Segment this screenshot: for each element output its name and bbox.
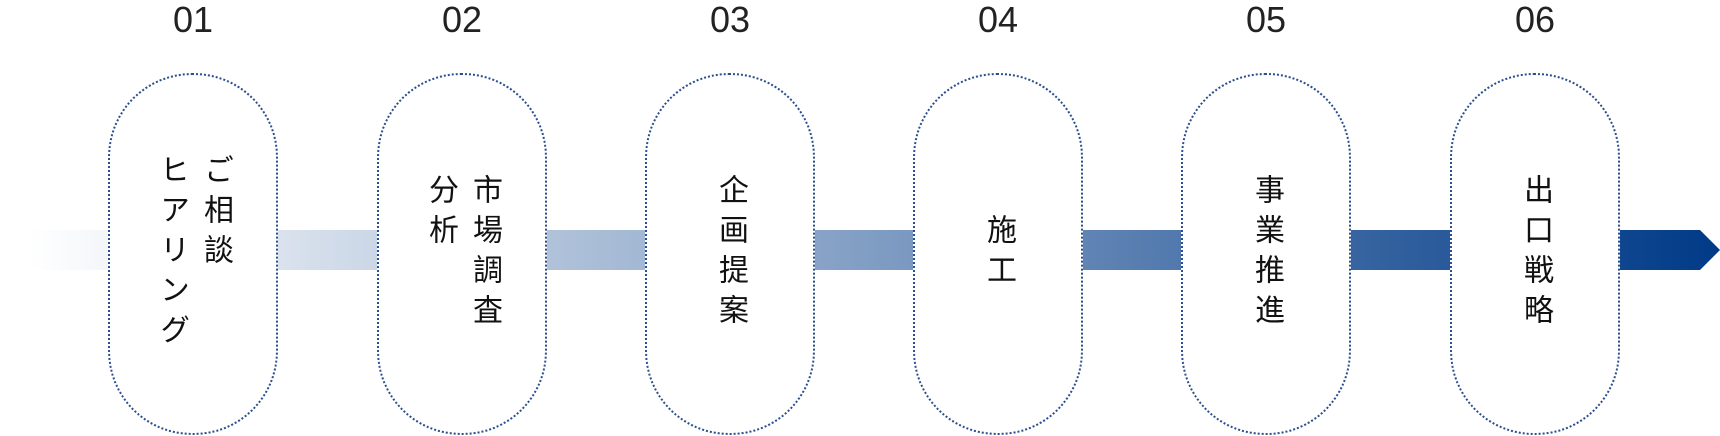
step-pill: 施工: [913, 73, 1083, 435]
step-number: 03: [709, 0, 751, 40]
step-01: 01 ご相談 ヒアリング: [108, 0, 278, 436]
step-label: 出口戦略: [1518, 174, 1553, 334]
step-02: 02 市場調査 分析: [377, 0, 547, 436]
step-label: ご相談 ヒアリング: [154, 154, 233, 354]
step-number: 05: [1245, 0, 1287, 40]
step-number: 06: [1514, 0, 1556, 40]
step-label: 市場調査 分析: [423, 174, 502, 334]
step-number: 04: [977, 0, 1019, 40]
step-04: 04 施工: [913, 0, 1083, 436]
step-pill: 出口戦略: [1450, 73, 1620, 435]
step-number: 01: [172, 0, 214, 40]
step-pill: ご相談 ヒアリング: [108, 73, 278, 435]
step-pill: 事業推進: [1181, 73, 1351, 435]
step-03: 03 企画提案: [645, 0, 815, 436]
step-label: 施工: [981, 214, 1016, 294]
step-06: 06 出口戦略: [1450, 0, 1620, 436]
step-label: 企画提案: [713, 174, 748, 334]
step-05: 05 事業推進: [1181, 0, 1351, 436]
step-pill: 市場調査 分析: [377, 73, 547, 435]
step-pill: 企画提案: [645, 73, 815, 435]
step-number: 02: [441, 0, 483, 40]
step-label: 事業推進: [1249, 174, 1284, 334]
